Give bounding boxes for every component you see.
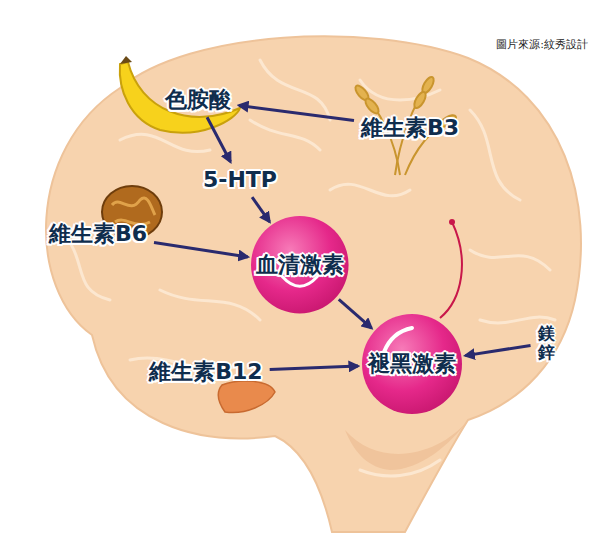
arrow-connector: [339, 299, 372, 328]
arrow-connector: [154, 243, 248, 257]
source-note: 圖片來源:紋秀設計: [496, 37, 588, 52]
node-text: 色胺酸: [165, 87, 231, 112]
node-text: 鎂鋅: [538, 324, 555, 361]
node-text: 褪黑激素: [368, 351, 456, 376]
brain-outline: [46, 36, 581, 532]
node-text: 5-HTP: [203, 167, 277, 192]
nutrient-label: 維生素B6: [45, 219, 151, 248]
nutrient-label: 維生素B3: [357, 113, 463, 142]
brain-folds: [60, 60, 555, 476]
liver: [218, 381, 275, 413]
node-text: 維生素B12: [149, 359, 262, 384]
nutrient-label: 鎂鋅: [534, 322, 559, 363]
pineal-tip: [449, 219, 455, 225]
hormone-circle: 褪黑激素: [362, 314, 462, 414]
arrow-connector: [207, 117, 230, 162]
hormone-circle: 血清激素: [251, 216, 349, 314]
node-text: 維生素B6: [49, 221, 147, 246]
nutrient-label: 5-HTP: [199, 165, 281, 194]
arrow-connector: [239, 105, 354, 120]
node-text: 維生素B3: [361, 115, 459, 140]
pineal-stalk: [440, 222, 462, 318]
node-text: 血清激素: [256, 252, 344, 277]
arrow-connector: [465, 345, 530, 355]
nutrient-label: 維生素B12: [145, 357, 266, 386]
cerebellum: [345, 420, 468, 470]
nutrient-label: 色胺酸: [161, 85, 235, 114]
arrow-connector: [252, 197, 269, 222]
banana: [120, 56, 240, 133]
arrow-connector: [270, 366, 358, 369]
